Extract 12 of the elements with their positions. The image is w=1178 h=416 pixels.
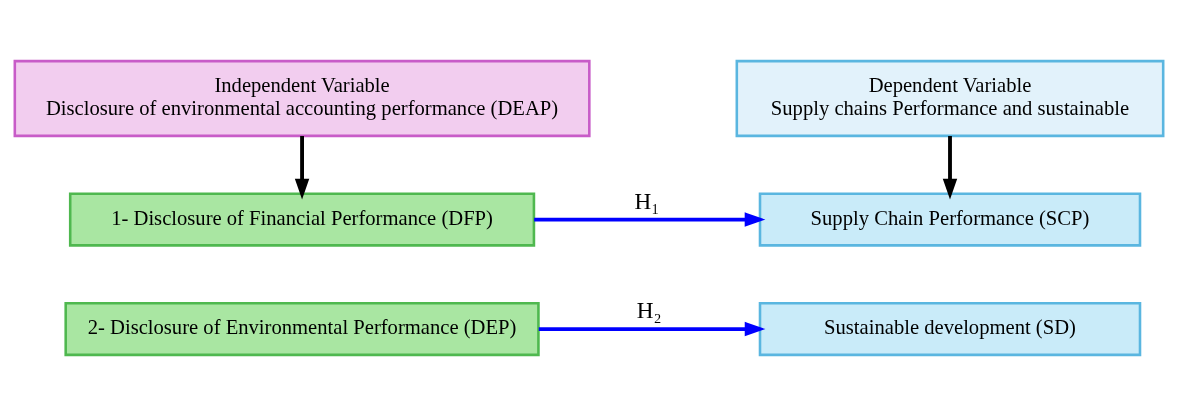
node-box: Independent Variable Disclosure of environmental accounting performance (DEAP) xyxy=(13,59,591,138)
arrow xyxy=(942,136,958,200)
node-box: 1- Disclosure of Financial Performance (DFP) xyxy=(68,192,536,247)
edge-label: H₁ xyxy=(634,187,660,214)
edge-label: H₂ xyxy=(636,297,662,324)
arrow xyxy=(534,212,766,227)
node-box: Dependent Variable Supply chains Performance and sustainable xyxy=(735,59,1165,138)
arrow xyxy=(538,321,766,337)
node-box: Sustainable development (SD) xyxy=(758,302,1142,357)
node-box: Supply Chain Performance (SCP) xyxy=(758,192,1142,247)
arrow xyxy=(294,136,310,200)
node-box: 2- Disclosure of Environmental Performance (DEP) xyxy=(64,302,540,357)
